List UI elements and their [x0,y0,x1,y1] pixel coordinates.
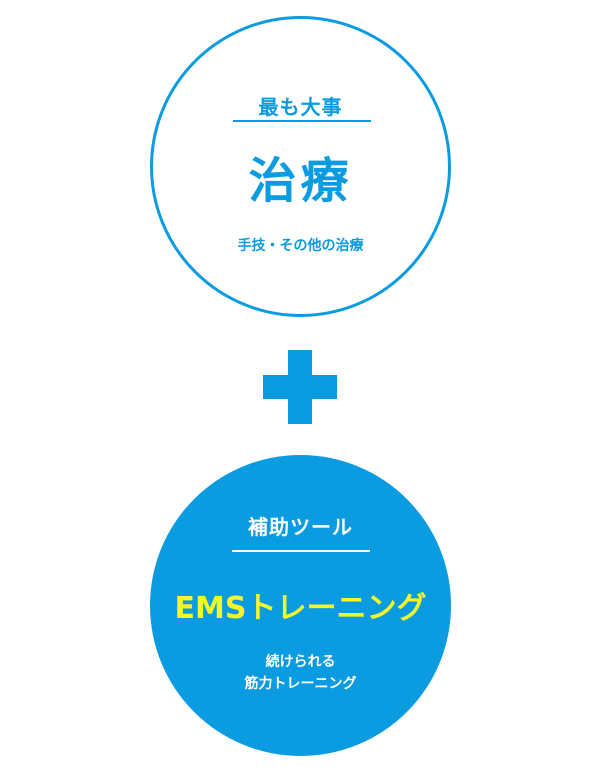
supplementary-divider [232,550,370,552]
primary-divider [233,120,371,122]
plus-vertical-bar [288,350,312,424]
primary-title: 治療 [248,153,353,209]
primary-treatment-circle: 最も大事 治療 手技・その他の治療 [150,16,451,317]
primary-caption: 手技・その他の治療 [237,238,364,254]
plus-icon [263,350,337,424]
supplementary-caption: 続けられる 筋力トレーニング [150,651,451,695]
supplementary-caption-line-2: 筋力トレーニング [244,676,357,692]
supplementary-title: EMSトレーニング [174,591,427,626]
supplementary-subtitle: 補助ツール [248,515,353,539]
supplementary-tool-circle: 補助ツール EMSトレーニング 続けられる 筋力トレーニング [150,455,451,756]
primary-subtitle: 最も大事 [258,95,343,119]
supplementary-caption-line-1: 続けられる [265,654,336,670]
